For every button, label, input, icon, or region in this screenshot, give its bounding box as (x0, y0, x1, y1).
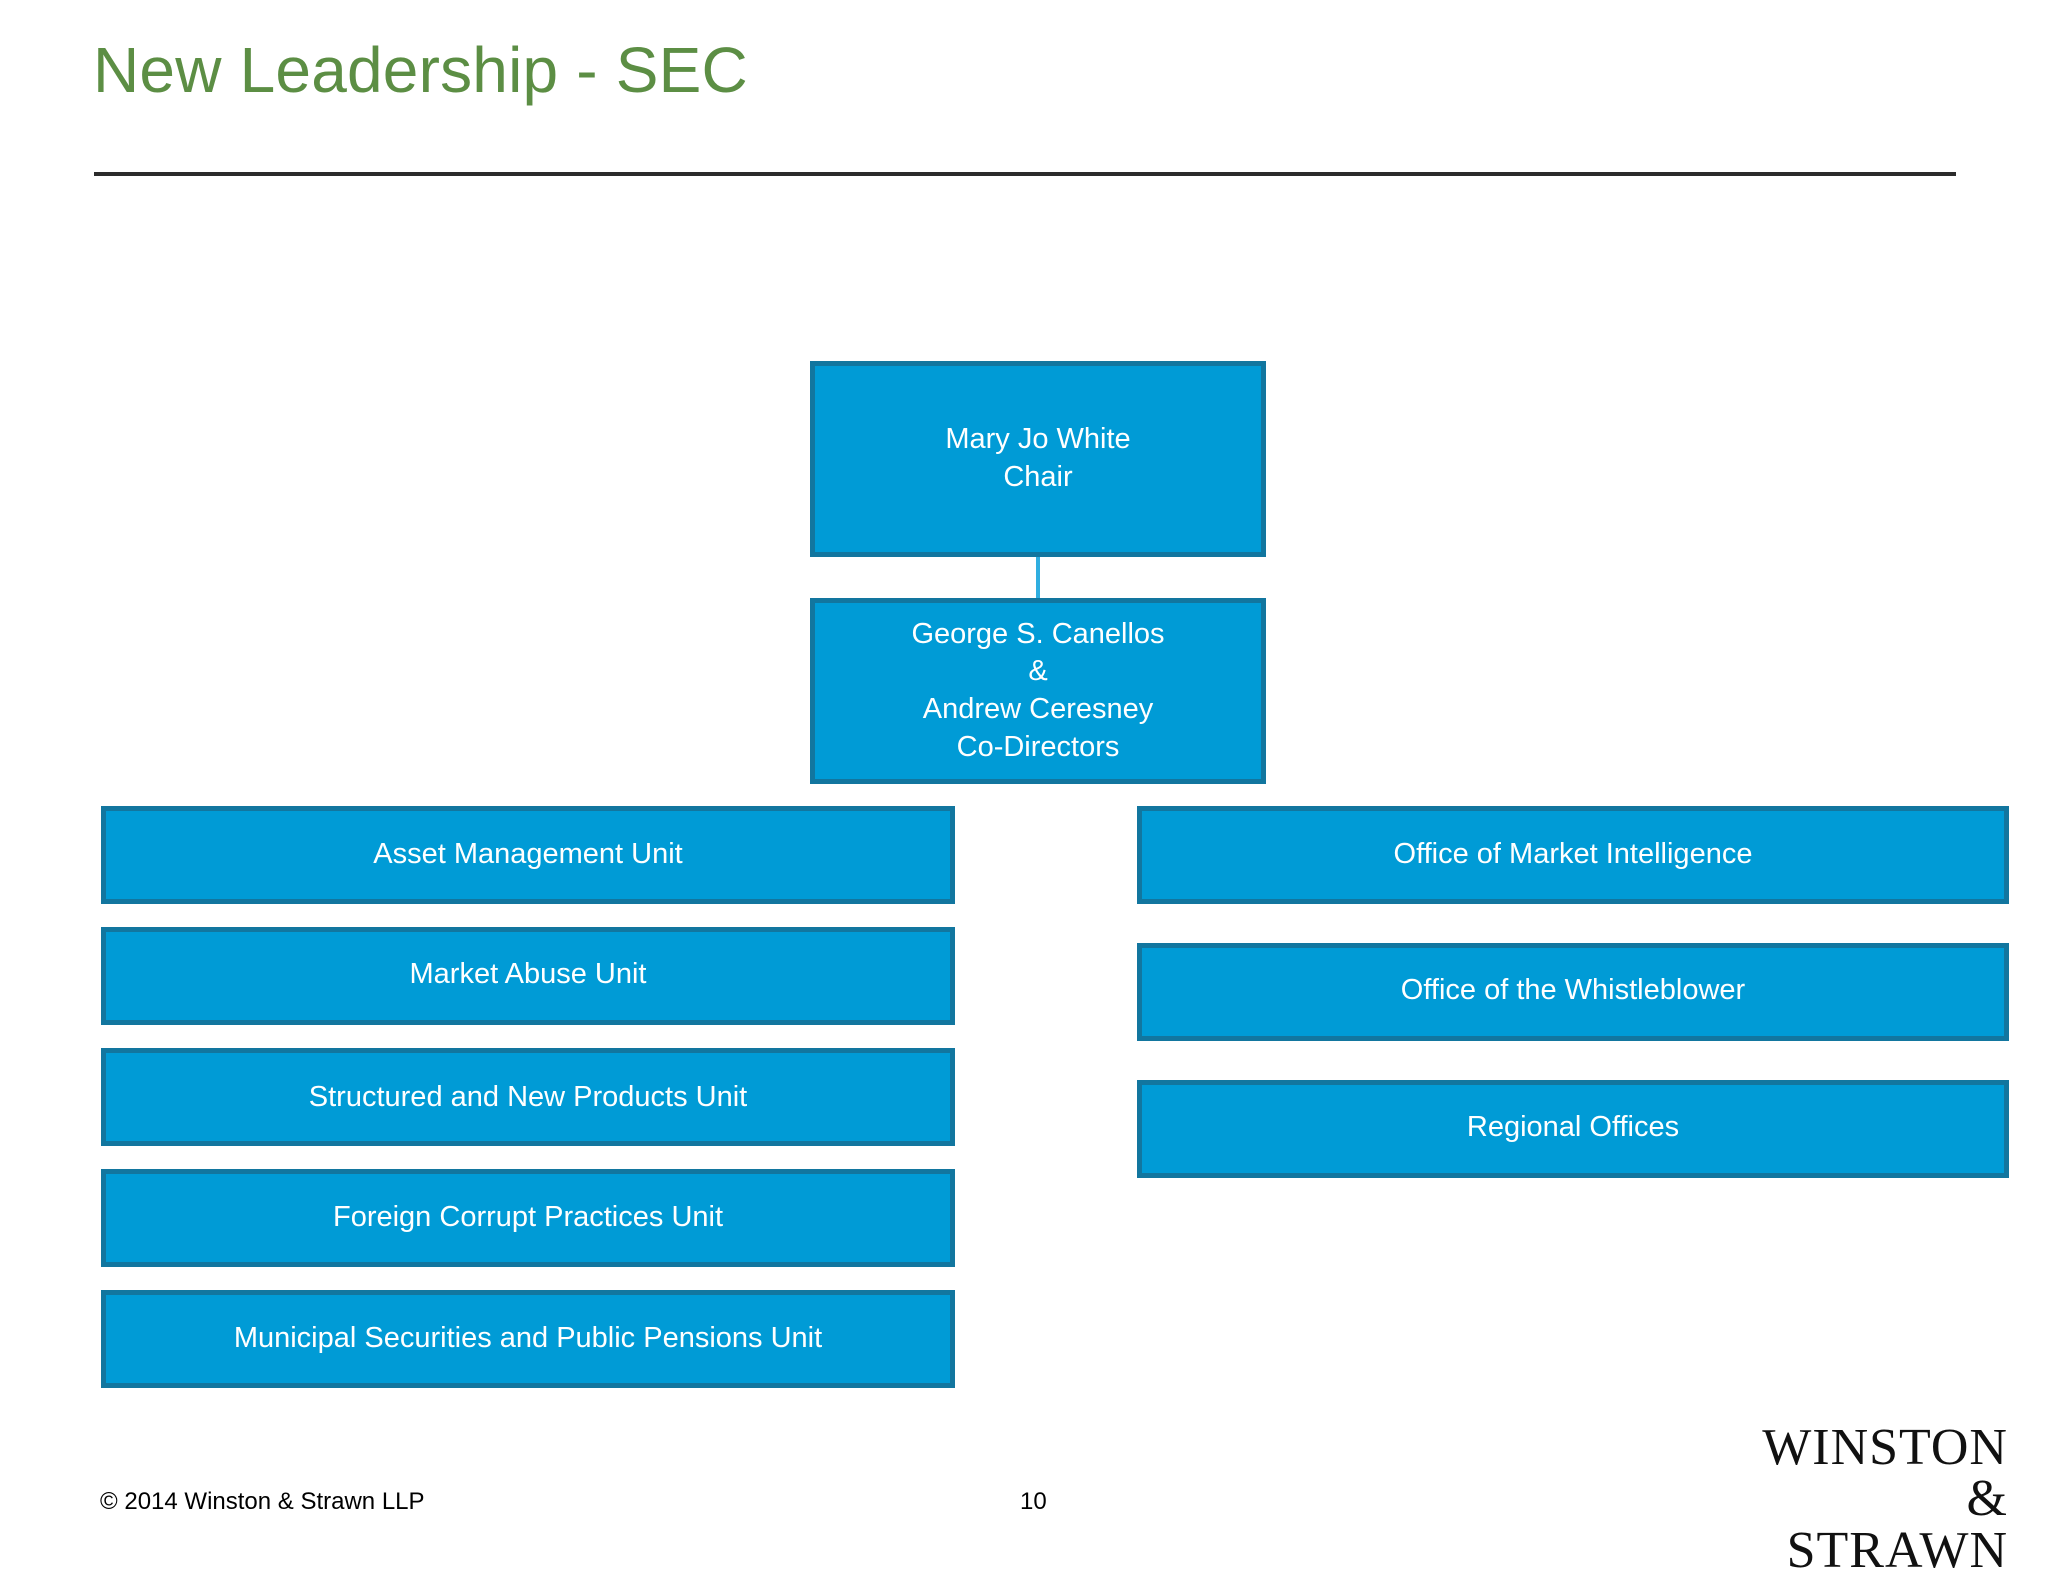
connector-line-chair-to-co-directors (1036, 557, 1040, 600)
winston-strawn-logo: WINSTON & STRAWN (1756, 1419, 2008, 1579)
org-node-municipal-securities-and-public-pensions-unit[interactable]: Municipal Securities and Public Pensions… (101, 1290, 955, 1388)
title-divider-rule (94, 172, 1956, 176)
org-node-regional-offices[interactable]: Regional Offices (1137, 1080, 2009, 1178)
org-node-office-of-market-intelligence[interactable]: Office of Market Intelligence (1137, 806, 2009, 904)
footer-page-number: 10 (1020, 1488, 1047, 1515)
org-node-market-abuse-unit[interactable]: Market Abuse Unit (101, 927, 955, 1025)
footer-copyright: © 2014 Winston & Strawn LLP (100, 1488, 425, 1515)
page-title: New Leadership - SEC (93, 34, 748, 106)
org-node-asset-management-unit[interactable]: Asset Management Unit (101, 806, 955, 904)
org-node-co-directors[interactable]: George S. Canellos & Andrew Ceresney Co-… (810, 598, 1266, 784)
logo-line-strawn: & STRAWN (1786, 1470, 2008, 1579)
logo-line-winston: WINSTON (1762, 1419, 2008, 1476)
org-node-structured-and-new-products-unit[interactable]: Structured and New Products Unit (101, 1048, 955, 1146)
org-node-foreign-corrupt-practices-unit[interactable]: Foreign Corrupt Practices Unit (101, 1169, 955, 1267)
org-node-chair[interactable]: Mary Jo White Chair (810, 361, 1266, 557)
org-node-office-of-the-whistleblower[interactable]: Office of the Whistleblower (1137, 943, 2009, 1041)
